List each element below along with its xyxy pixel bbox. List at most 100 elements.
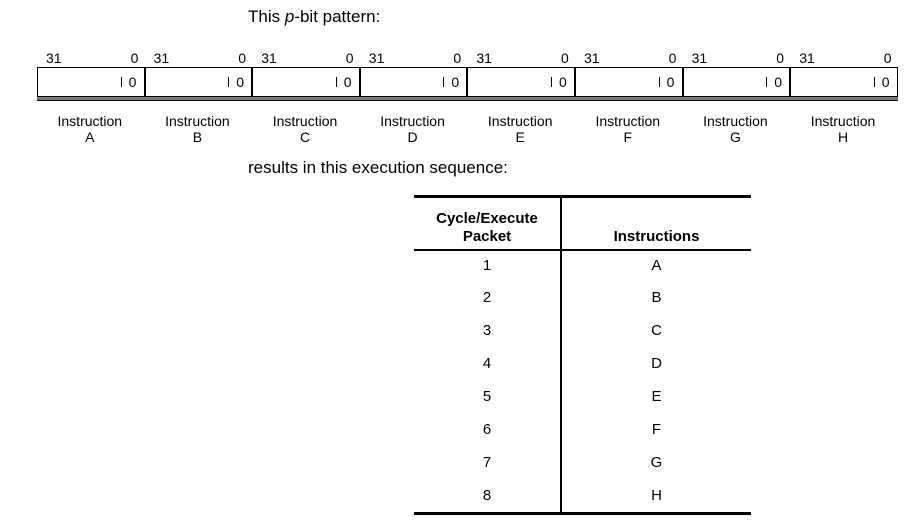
pbit-value: 0 <box>666 74 675 90</box>
cell-packet-number: 5 <box>414 380 562 413</box>
pbit-separator-tick <box>873 77 875 87</box>
cell-packet-number: 4 <box>414 347 562 380</box>
instruction-label-letter: E <box>515 129 525 145</box>
pbit-value: 0 <box>236 74 244 90</box>
pbit-value: 0 <box>774 74 782 90</box>
field-divider <box>143 67 146 97</box>
instruction-label-letter: H <box>837 129 849 145</box>
bit-label-lsb: 0 <box>453 50 462 66</box>
cell-packet-number: 8 <box>414 479 562 515</box>
bit-label-msb: 31 <box>691 50 708 66</box>
instruction-label-letter: B <box>192 129 203 145</box>
instruction-label-word: Instruction <box>487 113 553 129</box>
instruction-label-word: Instruction <box>595 113 661 129</box>
cell-packet-number: 1 <box>414 250 562 281</box>
bit-label-msb: 31 <box>799 50 815 66</box>
header-packet-line2: Packet <box>462 228 512 245</box>
pbit-value: 0 <box>451 74 460 90</box>
field-divider <box>574 67 576 97</box>
pattern-intro-italic: p <box>284 7 295 26</box>
pbit-separator-tick <box>228 77 230 87</box>
pbit-value: 0 <box>881 74 890 90</box>
pattern-intro-before: This <box>248 7 285 26</box>
bit-label-lsb: 0 <box>883 50 892 66</box>
bit-label-lsb: 0 <box>561 50 569 66</box>
cell-packet-number: 3 <box>414 314 562 347</box>
pbit-value: 0 <box>128 74 137 90</box>
cell-instruction: F <box>651 420 662 438</box>
instruction-label-letter: A <box>85 129 95 145</box>
header-instructions: Instructions <box>561 195 751 251</box>
pattern-intro-after: -bit pattern: <box>294 7 381 26</box>
bit-label-msb: 31 <box>584 50 600 66</box>
pattern-intro-text: This p-bit pattern: <box>248 7 380 27</box>
instruction-label-word: Instruction <box>57 113 123 129</box>
bit-label-msb: 31 <box>46 50 62 66</box>
instruction-label-word: Instruction <box>165 113 230 129</box>
instruction-label-word: Instruction <box>703 113 768 129</box>
pbit-separator-tick <box>766 77 768 87</box>
cell-packet-number: 6 <box>414 413 562 446</box>
instruction-label-letter: G <box>729 129 741 145</box>
bit-label-lsb: 0 <box>130 50 139 66</box>
pbit-separator-tick <box>443 77 445 87</box>
bit-label-msb: 31 <box>476 50 492 66</box>
cell-packet-number: 7 <box>414 446 562 479</box>
bit-label-lsb: 0 <box>668 50 677 66</box>
instruction-label-word: Instruction <box>380 113 445 129</box>
field-divider <box>681 67 684 97</box>
field-divider <box>466 67 469 97</box>
cell-instruction: A <box>651 257 662 274</box>
sequence-intro-text: results in this execution sequence: <box>248 158 508 177</box>
bit-label-lsb: 0 <box>238 50 246 66</box>
instruction-label-letter: C <box>299 129 311 145</box>
field-divider <box>789 67 792 97</box>
bit-label-lsb: 0 <box>776 50 784 66</box>
bit-label-lsb: 0 <box>345 50 354 66</box>
pbit-separator-tick <box>120 77 122 87</box>
pbit-separator-tick <box>551 77 552 87</box>
cell-packet-number: 2 <box>414 281 562 314</box>
pbit-value: 0 <box>343 74 352 90</box>
bit-label-msb: 31 <box>368 50 385 66</box>
cell-instruction: C <box>651 321 662 339</box>
field-divider <box>358 67 361 97</box>
instruction-label-letter: D <box>407 129 418 145</box>
header-packet-line1: Cycle/Execute <box>436 210 538 227</box>
fetch-packet-bus: 0 0 0 0 0 0 0 0 <box>37 67 898 101</box>
cell-instruction: H <box>561 479 751 515</box>
pbit-value: 0 <box>559 74 567 90</box>
pbit-separator-tick <box>335 77 337 87</box>
instruction-label-word: Instruction <box>810 113 876 129</box>
pbit-separator-tick <box>658 77 660 87</box>
cell-instruction: E <box>651 387 662 405</box>
bit-label-msb: 31 <box>261 50 277 66</box>
cell-instruction: G <box>650 453 663 471</box>
instruction-label-letter: F <box>623 129 633 145</box>
field-divider <box>251 67 254 97</box>
cell-instruction: B <box>651 288 662 306</box>
bit-label-msb: 31 <box>153 50 170 66</box>
instruction-label-word: Instruction <box>272 113 338 129</box>
